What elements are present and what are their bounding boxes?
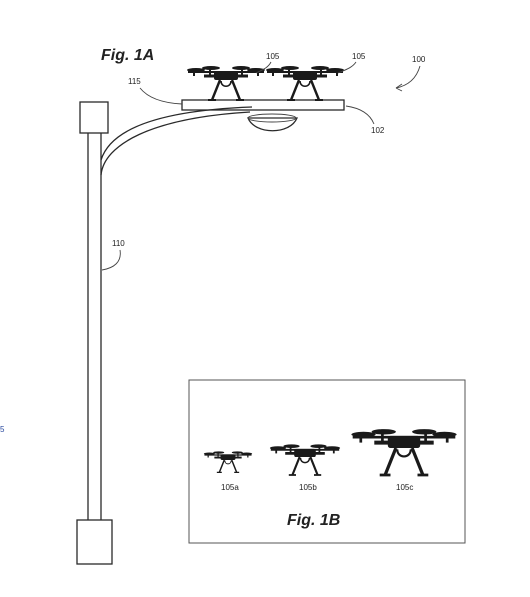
leader-105-right	[337, 61, 357, 74]
leader-105-left	[255, 61, 272, 74]
ref-label-105-right: 105	[352, 52, 366, 61]
lamp-rim	[247, 113, 297, 123]
drone-105-left	[185, 64, 267, 102]
pole-base-box	[76, 519, 113, 565]
leader-100	[395, 65, 421, 89]
leader-102	[345, 105, 375, 125]
ref-label-115: 115	[128, 77, 141, 86]
fig-1a: Fig. 1A 105 105 100 115 102 110	[76, 47, 426, 565]
ref-label-110: 110	[112, 239, 125, 248]
drone-platform	[181, 99, 345, 111]
ref-label-105-left: 105	[266, 52, 280, 61]
ref-label-100: 100	[412, 55, 426, 64]
fig-1a-title: Fig. 1A	[101, 47, 154, 64]
leader-110	[101, 249, 121, 271]
ref-label-102: 102	[371, 126, 385, 135]
fig-1b: 105a 105b 105c Fig. 1B	[188, 379, 466, 544]
fig-1b-title: Fig. 1B	[287, 512, 340, 529]
label-105b: 105b	[299, 483, 317, 492]
drone-105-right	[264, 64, 346, 102]
label-105a: 105a	[221, 483, 239, 492]
arm-outer-curve	[100, 111, 251, 176]
lamp-head	[247, 117, 298, 132]
edge-text: 5	[0, 425, 5, 434]
arm-inner-curve	[100, 106, 253, 161]
arrow-100	[395, 83, 403, 92]
label-105c: 105c	[396, 483, 413, 492]
leader-115	[139, 87, 183, 105]
pole-top-box	[79, 101, 109, 134]
